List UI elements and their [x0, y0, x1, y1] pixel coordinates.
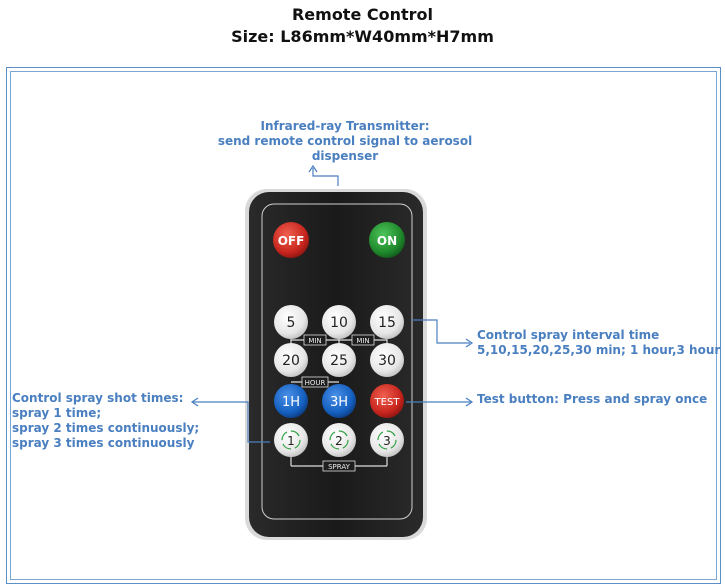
ir-line-3: dispenser [311, 149, 379, 163]
hour-button-3h[interactable]: 3H [322, 384, 356, 418]
svg-text:1H: 1H [282, 395, 300, 410]
ir-line-2: send remote control signal to aerosol [217, 134, 473, 148]
off-button[interactable]: OFF [273, 222, 309, 258]
shot-arrow-line [192, 401, 270, 443]
svg-text:30: 30 [378, 353, 396, 369]
test-annotation: Test button: Press and spray once [477, 392, 708, 406]
spray-button-2[interactable]: 2 [322, 423, 356, 457]
svg-text:5: 5 [287, 315, 296, 331]
shot-line-3: spray 2 times continuously; [12, 421, 200, 435]
spray-button-1[interactable]: 1 [274, 423, 308, 457]
svg-text:25: 25 [330, 353, 348, 369]
shot-line-1: Control spray shot times: [12, 391, 184, 405]
min-label-2: MIN [351, 334, 375, 346]
size-subtitle: Size: L86mm*W40mm*H7mm [231, 27, 494, 46]
svg-text:2: 2 [335, 434, 343, 448]
test-button[interactable]: TEST [370, 384, 404, 418]
svg-text:ON: ON [377, 234, 397, 248]
svg-text:10: 10 [330, 315, 348, 331]
min-button-15[interactable]: 15 [370, 305, 404, 339]
shot-arrow-head [190, 397, 199, 407]
ir-transmitter-annotation: Infrared-ray Transmitter: send remote co… [210, 119, 480, 164]
page-title: Remote Control [291, 5, 434, 24]
interval-line-2: 5,10,15,20,25,30 min; 1 hour,3 hour [477, 343, 721, 357]
svg-text:TEST: TEST [374, 397, 401, 408]
hour-label: HOUR [301, 376, 329, 388]
remote-panel-outline [261, 203, 413, 520]
test-arrow-head [465, 397, 474, 407]
shot-line-2: spray 1 time; [12, 406, 102, 420]
svg-text:MIN: MIN [308, 337, 321, 345]
min-button-25[interactable]: 25 [322, 343, 356, 377]
ir-arrow-head [308, 164, 318, 173]
spray-button-3[interactable]: 3 [370, 423, 404, 457]
svg-text:15: 15 [378, 315, 396, 331]
min-button-10[interactable]: 10 [322, 305, 356, 339]
svg-text:20: 20 [282, 353, 300, 369]
interval-annotation: Control spray interval time 5,10,15,20,2… [477, 328, 722, 358]
on-button[interactable]: ON [369, 222, 405, 258]
min-button-20[interactable]: 20 [274, 343, 308, 377]
svg-text:3: 3 [383, 434, 391, 448]
interval-line-1: Control spray interval time [477, 328, 660, 342]
min-label-1: MIN [303, 334, 327, 346]
svg-text:3H: 3H [330, 395, 348, 410]
svg-text:HOUR: HOUR [305, 379, 326, 387]
interval-arrow-head [465, 338, 474, 348]
outer-frame [6, 67, 721, 584]
svg-text:1: 1 [287, 434, 295, 448]
min-button-5[interactable]: 5 [274, 305, 308, 339]
hour-button-1h[interactable]: 1H [274, 384, 308, 418]
ir-line-1: Infrared-ray Transmitter: [260, 119, 430, 133]
spray-label: SPRAY [322, 460, 356, 472]
ir-arrow-line [312, 168, 339, 186]
interval-arrow-line [412, 319, 470, 344]
spray-shot-annotation: Control spray shot times: spray 1 time; … [12, 391, 212, 451]
svg-text:SPRAY: SPRAY [328, 463, 350, 471]
min-button-30[interactable]: 30 [370, 343, 404, 377]
inner-frame [10, 71, 717, 580]
svg-text:MIN: MIN [356, 337, 369, 345]
annotation-arrows [190, 164, 474, 443]
shot-line-4: spray 3 times continuously [12, 436, 195, 450]
svg-text:OFF: OFF [278, 234, 305, 248]
